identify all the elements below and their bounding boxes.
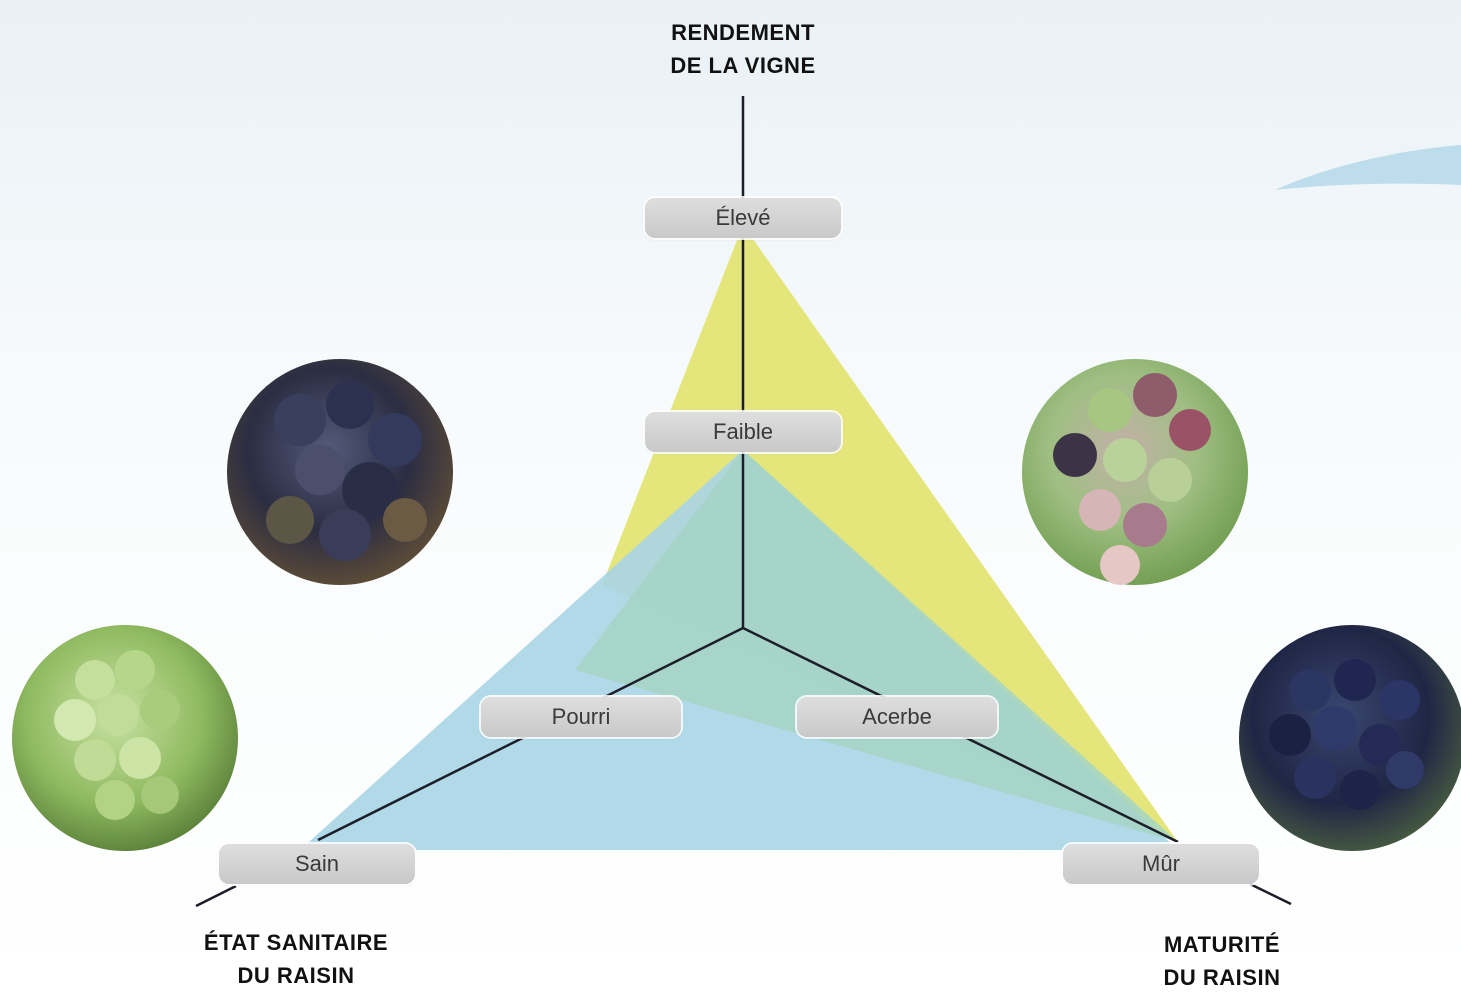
- maturity-axis-title-line1: MATURITÉ: [1163, 932, 1281, 957]
- yield-axis-title-line2: DE LA VIGNE: [670, 53, 816, 78]
- yield-triangle: [602, 225, 1178, 842]
- health-axis-title: ÉTAT SANITAIRE DU RAISIN: [146, 926, 446, 992]
- ripe-grapes-photo: [1239, 625, 1461, 851]
- maturity-axis-title: MATURITÉ DU RAISIN: [1122, 928, 1322, 994]
- health-axis-title-line1: ÉTAT SANITAIRE: [203, 930, 389, 955]
- level-label-yield-high: Élevé: [645, 198, 841, 238]
- health-axis-title-line2: DU RAISIN: [237, 963, 355, 988]
- level-label-health-rotten: Pourri: [481, 697, 681, 737]
- health-axis-tick: [195, 884, 237, 908]
- level-label-yield-low: Faible: [645, 412, 841, 452]
- yield-axis-title-line1: RENDEMENT: [671, 20, 815, 45]
- level-label-health-healthy: Sain: [219, 844, 415, 884]
- rotten-grapes-photo: [227, 359, 453, 585]
- level-label-maturity-unripe: Acerbe: [797, 697, 997, 737]
- unripe-grapes-photo: [1022, 359, 1248, 585]
- maturity-triangle: [575, 450, 1178, 842]
- level-label-maturity-ripe: Mûr: [1063, 844, 1259, 884]
- maturity-axis-tick: [1249, 882, 1292, 906]
- healthy-grapes-photo: [12, 625, 238, 851]
- maturity-axis-title-line2: DU RAISIN: [1163, 965, 1281, 990]
- yield-axis-title: RENDEMENT DE LA VIGNE: [593, 16, 893, 82]
- decorative-swoosh: [1275, 145, 1461, 190]
